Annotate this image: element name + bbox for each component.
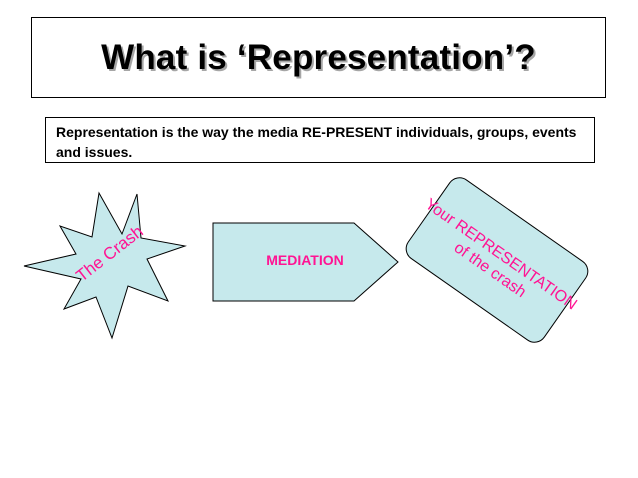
- slide-title: What is ‘Representation’?: [101, 37, 536, 77]
- mediation-arrow: MEDIATION: [212, 222, 399, 302]
- mediation-label: MEDIATION: [266, 252, 344, 268]
- definition-text: Representation is the way the media RE-P…: [56, 124, 577, 160]
- title-box: What is ‘Representation’?: [31, 17, 606, 98]
- mediation-arrow-shape: [212, 222, 399, 302]
- representation-output: Your REPRESENTATION of the crash: [405, 177, 589, 343]
- definition-box: Representation is the way the media RE-P…: [45, 117, 595, 163]
- representation-output-shape: [405, 177, 589, 343]
- crash-starburst: The Crash: [23, 191, 187, 340]
- crash-starburst-shape: [23, 191, 187, 340]
